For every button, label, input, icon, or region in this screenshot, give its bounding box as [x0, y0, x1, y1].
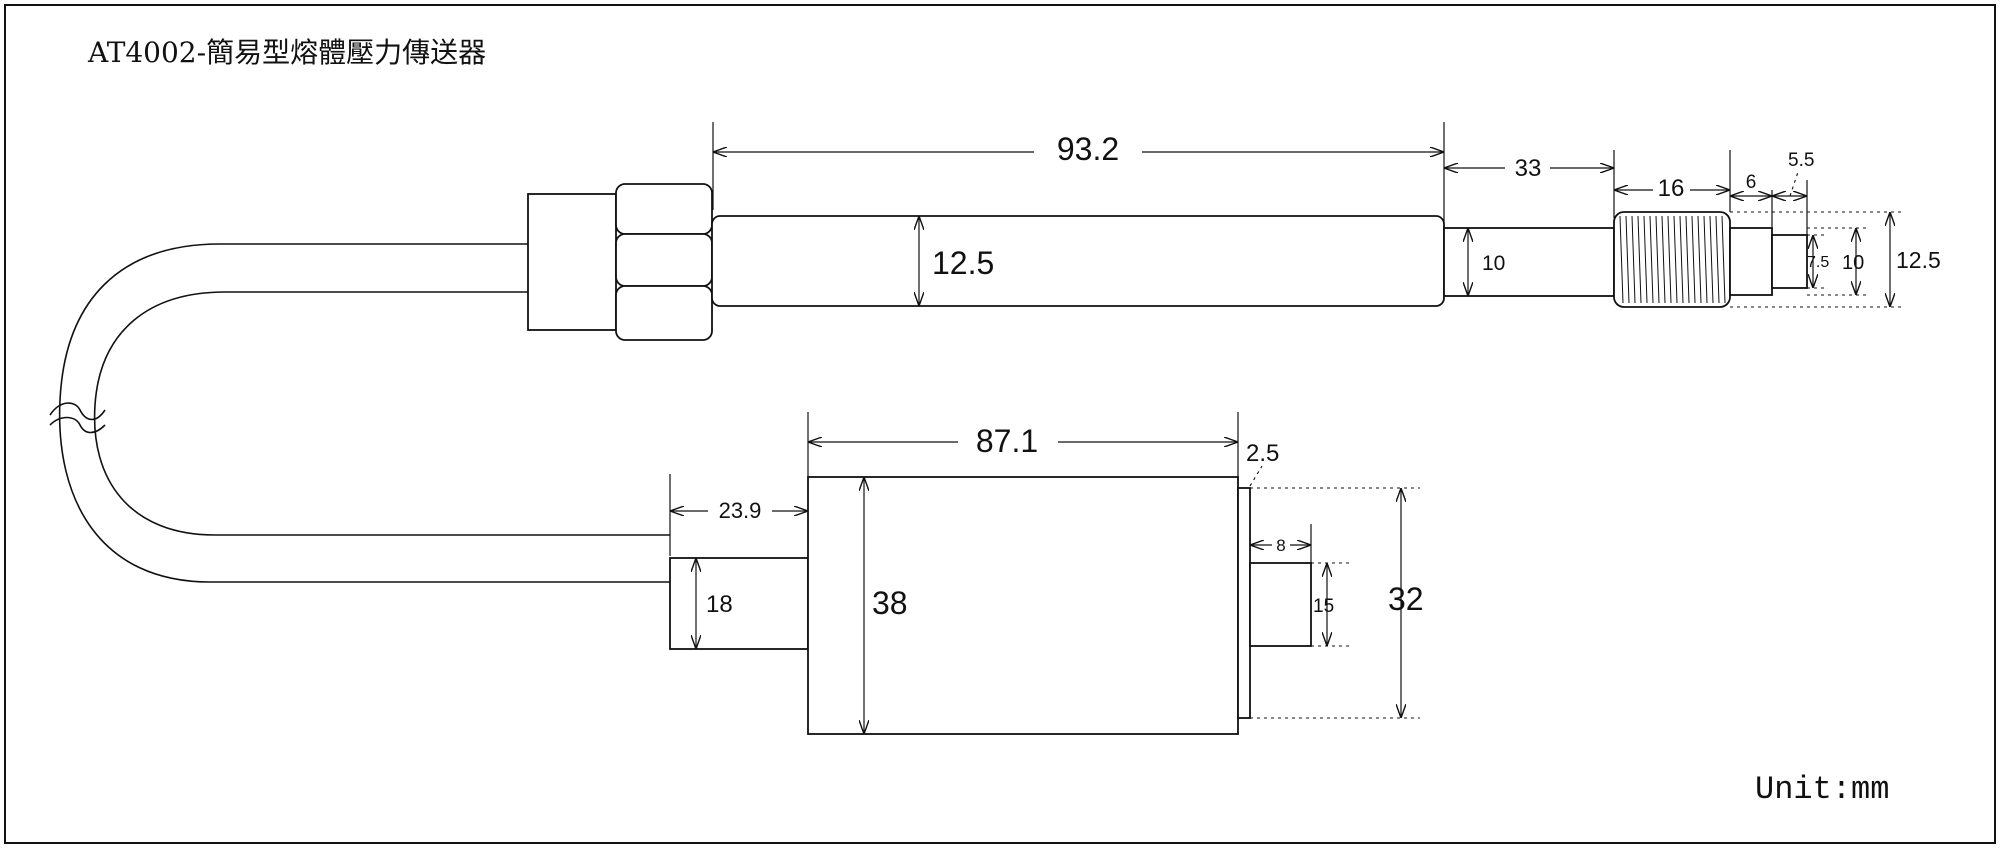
dim-housing-diameter: 38 — [872, 585, 908, 621]
step-section — [1729, 227, 1773, 296]
thread-line — [1673, 215, 1678, 304]
dim-neck-diameter: 18 — [706, 591, 733, 618]
dim-outer-diameter: 12.5 — [1896, 247, 1941, 273]
thread-line — [1643, 215, 1648, 304]
thread-line — [1697, 215, 1702, 304]
connector — [1249, 562, 1312, 647]
dim-end-diameter: 7.5 — [1807, 254, 1829, 271]
thread-line — [1667, 215, 1672, 304]
thread-line — [1685, 215, 1690, 304]
unit-label: Unit:mm — [1755, 771, 1889, 808]
thread-line — [1631, 215, 1636, 304]
thread-line — [1655, 215, 1660, 304]
dim-flange-thickness: 2.5 — [1246, 440, 1279, 467]
thread-line — [1703, 215, 1708, 304]
end-section — [1771, 234, 1808, 289]
housing — [807, 476, 1239, 735]
hex-nut-segment — [615, 285, 713, 341]
probe-assembly — [527, 183, 1808, 341]
collar — [527, 193, 617, 331]
stem — [711, 215, 1445, 307]
thread-line — [1691, 215, 1696, 304]
dim-housing-length: 87.1 — [976, 423, 1038, 459]
dim-thread-length: 16 — [1658, 175, 1685, 202]
thread-line — [1619, 215, 1624, 304]
tip — [1443, 227, 1615, 297]
housing-dimensions: 87.1 2.5 23.9 18 38 8 15 32 — [669, 412, 1424, 734]
hex-nut-segment — [615, 233, 713, 287]
dim-step-length: 6 — [1746, 172, 1757, 193]
neck — [669, 557, 809, 650]
thread-lines — [1619, 215, 1726, 304]
dim-connector-diameter: 15 — [1313, 596, 1334, 617]
drawing-title: AT4002-簡易型熔體壓力傳送器 — [87, 36, 486, 69]
housing-assembly — [669, 476, 1312, 735]
dim-tip-length: 33 — [1515, 155, 1542, 182]
dim-stem-length: 93.2 — [1057, 131, 1119, 167]
dim-connector-length: 8 — [1276, 536, 1285, 555]
thread-line — [1649, 215, 1654, 304]
flange — [1237, 487, 1251, 719]
dim-thread-diameter: 10 — [1842, 252, 1864, 274]
dim-flange-diameter: 32 — [1388, 581, 1424, 617]
probe-dimensions: 93.2 12.5 33 10 16 6 5.5 7.5 — [712, 122, 1941, 308]
thread-line — [1709, 215, 1714, 304]
dim-tip-diameter: 10 — [1482, 252, 1505, 275]
thread-line — [1625, 215, 1630, 304]
dim-neck-length: 23.9 — [719, 498, 762, 523]
drawing-border — [4, 4, 1996, 844]
dim-end-length: 5.5 — [1788, 150, 1814, 171]
cable — [49, 243, 670, 583]
thread-line — [1661, 215, 1666, 304]
thread-line — [1637, 215, 1642, 304]
thread-line — [1721, 215, 1726, 304]
dim-stem-diameter: 12.5 — [932, 245, 994, 281]
thread-line — [1715, 215, 1720, 304]
hex-nut-segment — [615, 183, 713, 235]
thread-line — [1679, 215, 1684, 304]
